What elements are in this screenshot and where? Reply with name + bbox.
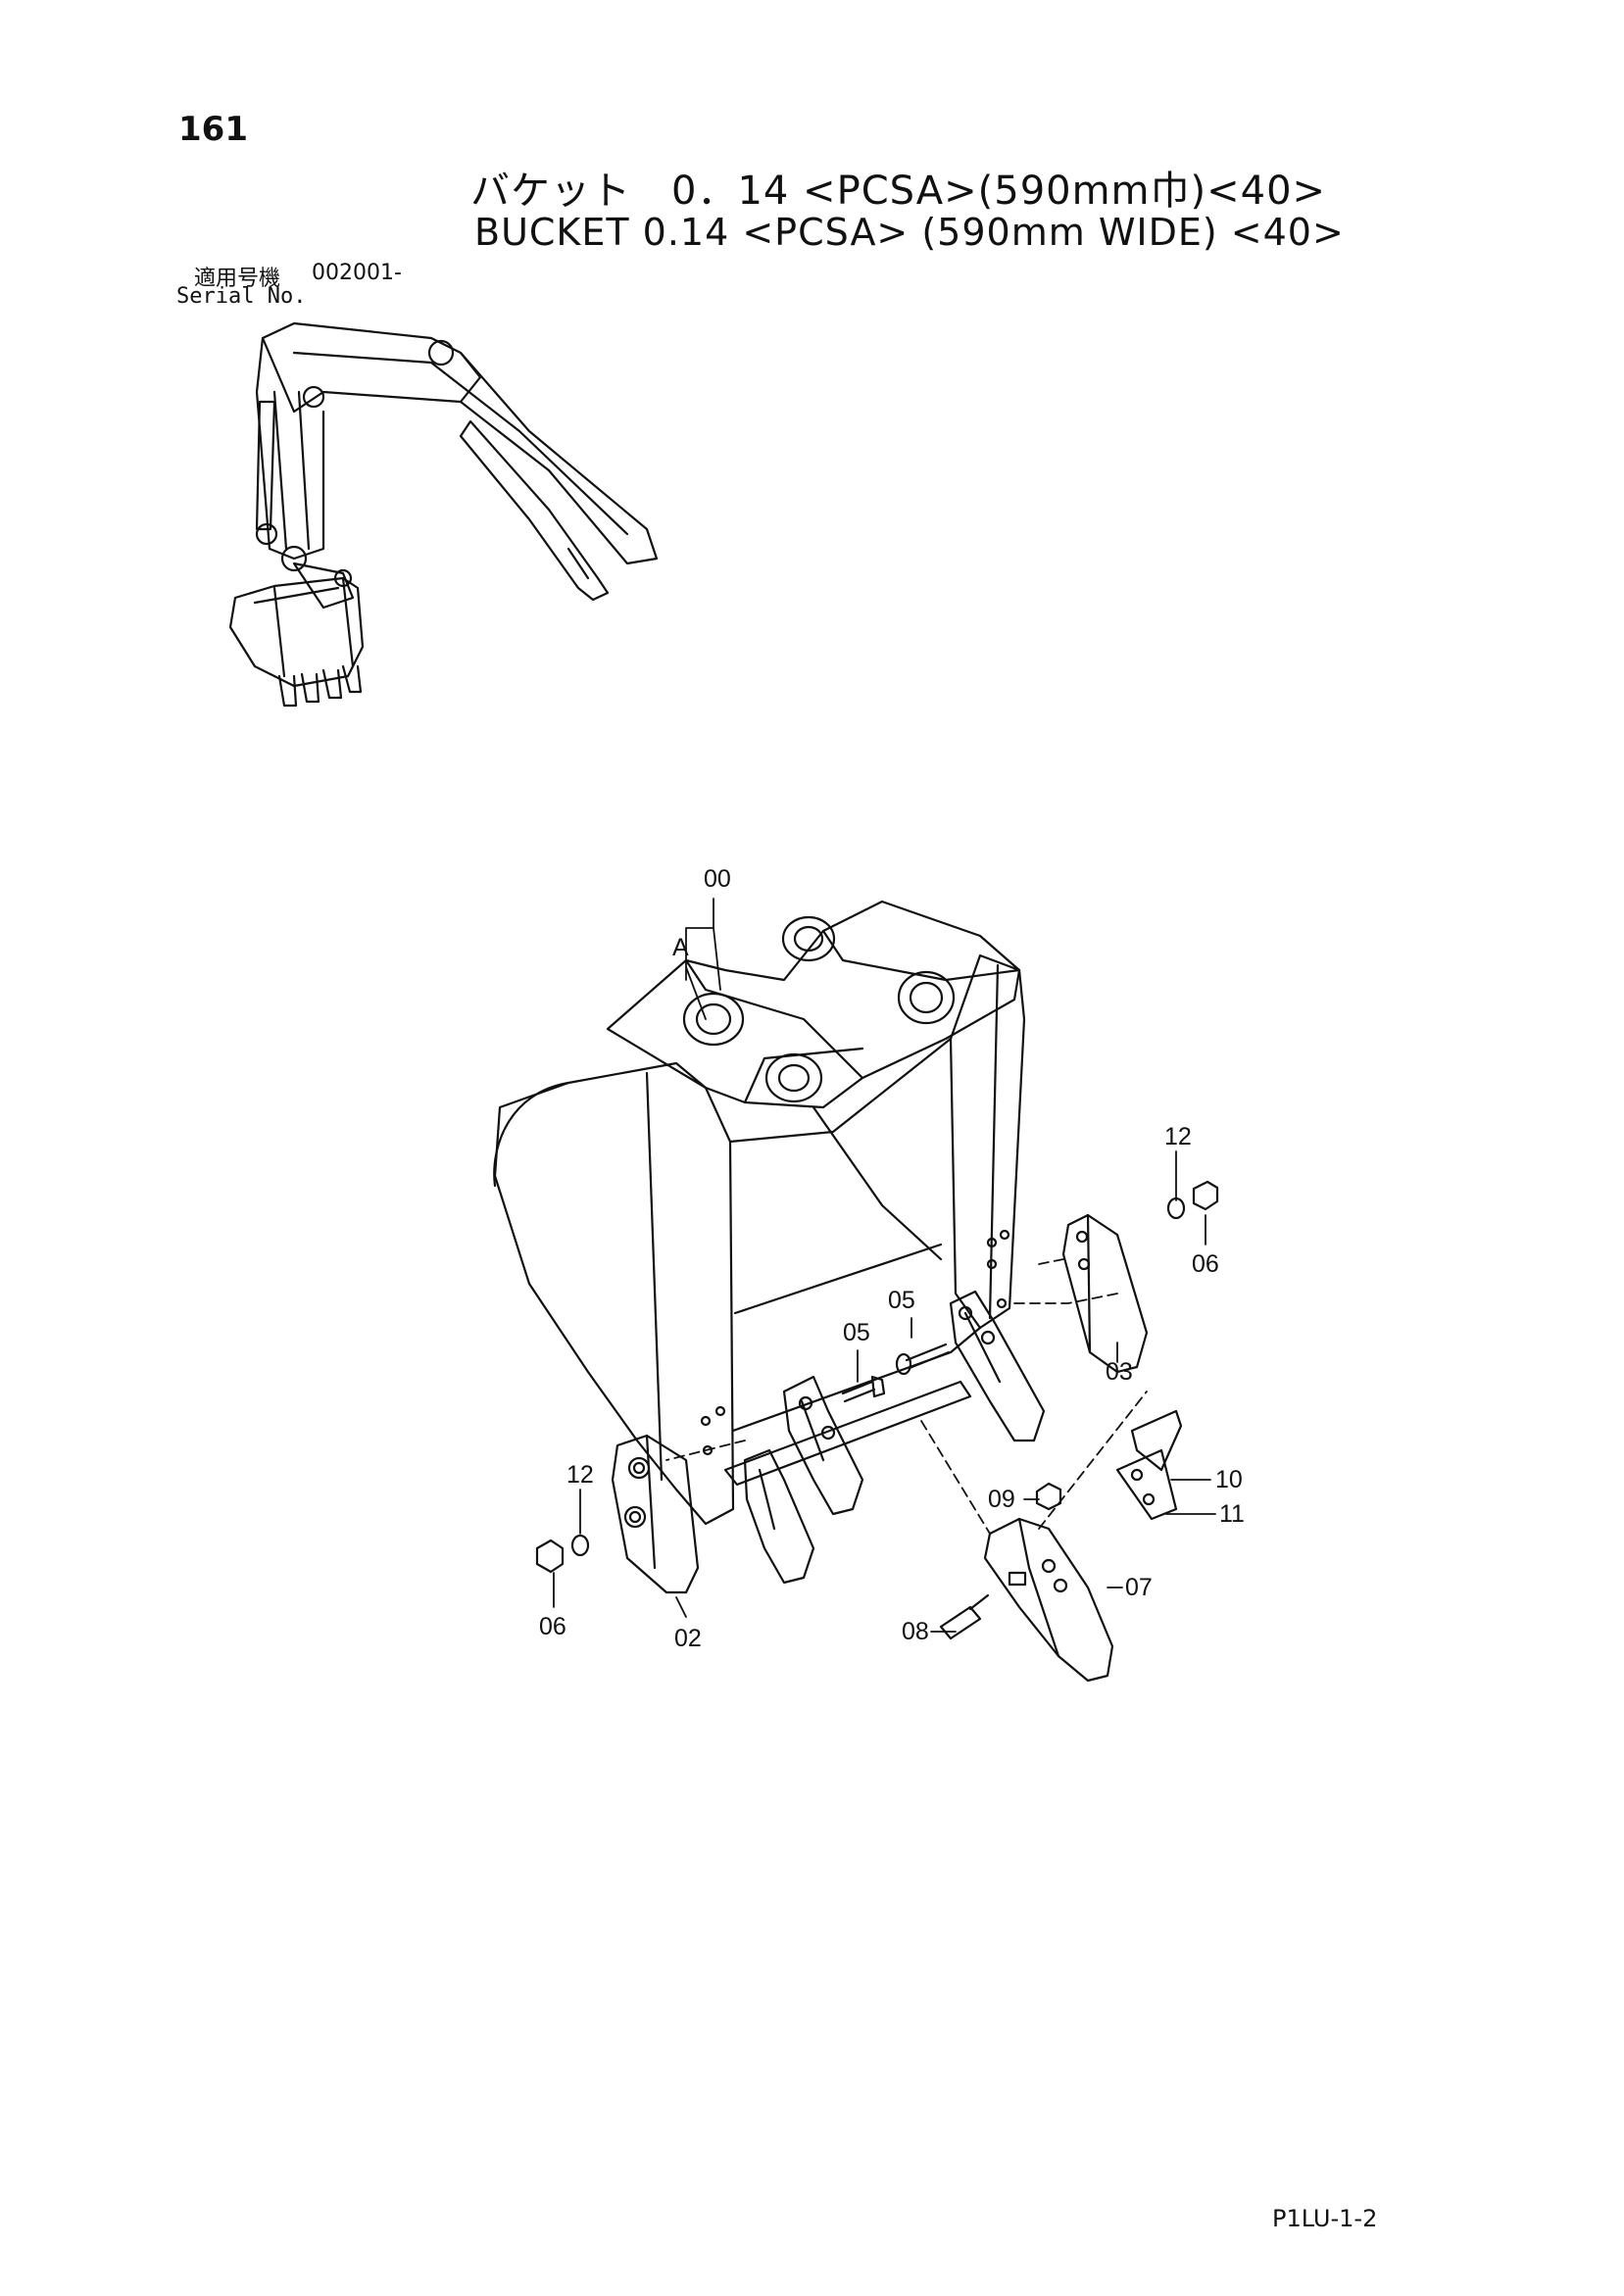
- serial-number-value: 002001-: [312, 261, 402, 285]
- title-english: BUCKET 0.14 <PCSA> (590mm WIDE) <40>: [474, 211, 1345, 254]
- callout-10: 10: [1215, 1466, 1243, 1493]
- side-cutter-left-drawing: [535, 1434, 700, 1594]
- title-japanese: バケット 0．14 <PCSA>(590mm巾)<40>: [470, 169, 1327, 214]
- callout-05-lower: 05: [843, 1319, 870, 1346]
- callout-12-right: 12: [1164, 1123, 1192, 1150]
- callout-03: 03: [1106, 1358, 1133, 1386]
- tooth-assembly-07-drawing: [939, 1409, 1183, 1683]
- page-number: 161: [178, 110, 248, 149]
- callout-labels: 00 A 12 06 03 05 05 10 11 09 07 08 12 06…: [539, 865, 1245, 1652]
- serial-label-english: Serial No.: [176, 284, 307, 309]
- side-cutter-right-drawing: [1061, 1180, 1219, 1374]
- excavator-overview-drawing: [228, 321, 659, 708]
- bucket-teeth-drawing: [743, 1290, 1046, 1585]
- callout-a: A: [672, 934, 689, 961]
- callout-08: 08: [902, 1618, 929, 1645]
- bucket-body-drawing: [493, 900, 1026, 1526]
- callout-00: 00: [704, 865, 731, 893]
- callout-12-left: 12: [566, 1461, 594, 1489]
- leader-lines: [553, 898, 1216, 1633]
- page-code: P1LU-1-2: [1272, 2205, 1378, 2232]
- callout-06-right: 06: [1192, 1250, 1219, 1278]
- callout-05-upper: 05: [888, 1287, 915, 1314]
- callout-07: 07: [1125, 1574, 1153, 1601]
- callout-06-left: 06: [539, 1613, 566, 1640]
- callout-09: 09: [988, 1486, 1015, 1513]
- serial-label-japanese: 適用号機: [194, 267, 281, 291]
- callout-02: 02: [674, 1625, 702, 1652]
- callout-11: 11: [1219, 1500, 1245, 1528]
- bolts-05-drawing: [841, 1343, 951, 1403]
